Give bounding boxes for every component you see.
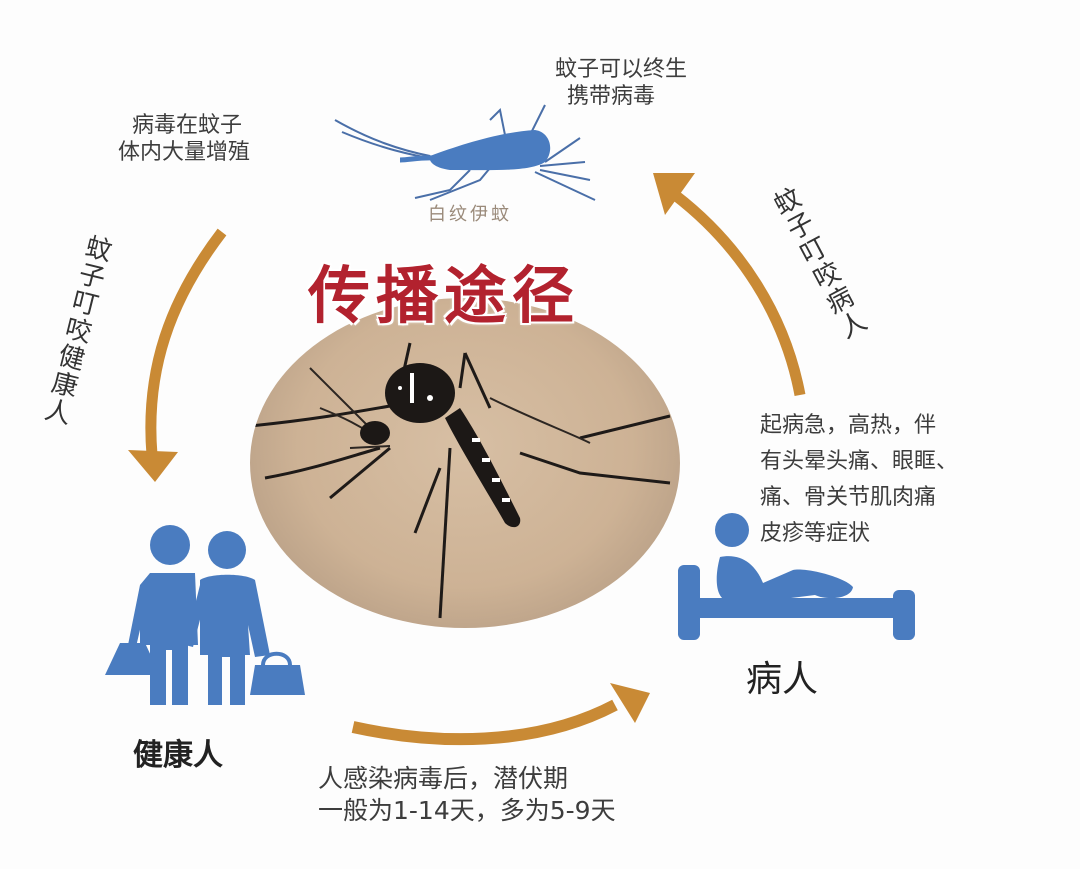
diagram-title: 传播途径 [308, 259, 581, 332]
arrow-left-down-icon [128, 228, 227, 482]
arrow-bottom-right-icon [351, 683, 650, 746]
patient-symptoms: 起病急，高热，伴 有头晕头痛、眼眶、 痛、骨关节肌肉痛 皮疹等症状 [760, 413, 959, 546]
mosquito-silhouette-icon [334, 104, 596, 201]
patient-label: 病人 [746, 659, 819, 700]
note-virus-replication: 病毒在蚊子 体内大量增殖 [118, 113, 251, 165]
arrow-left-label: 蚊子叮咬健康人 [37, 231, 115, 429]
incubation-note: 人感染病毒后，潜伏期 一般为1-14天，多为5-9天 [318, 764, 616, 825]
arrow-right-up-icon [653, 173, 806, 397]
aedes-mosquito-icon [250, 342, 671, 619]
note-lifelong-carrier: 蚊子可以终生 携带病毒 [555, 57, 688, 109]
patient-bed-icon [678, 513, 915, 640]
healthy-people-icon [105, 525, 305, 705]
healthy-person-label: 健康人 [133, 738, 223, 773]
mosquito-species-label: 白纹伊蚊 [428, 204, 512, 225]
mosquito-photo [250, 298, 680, 628]
